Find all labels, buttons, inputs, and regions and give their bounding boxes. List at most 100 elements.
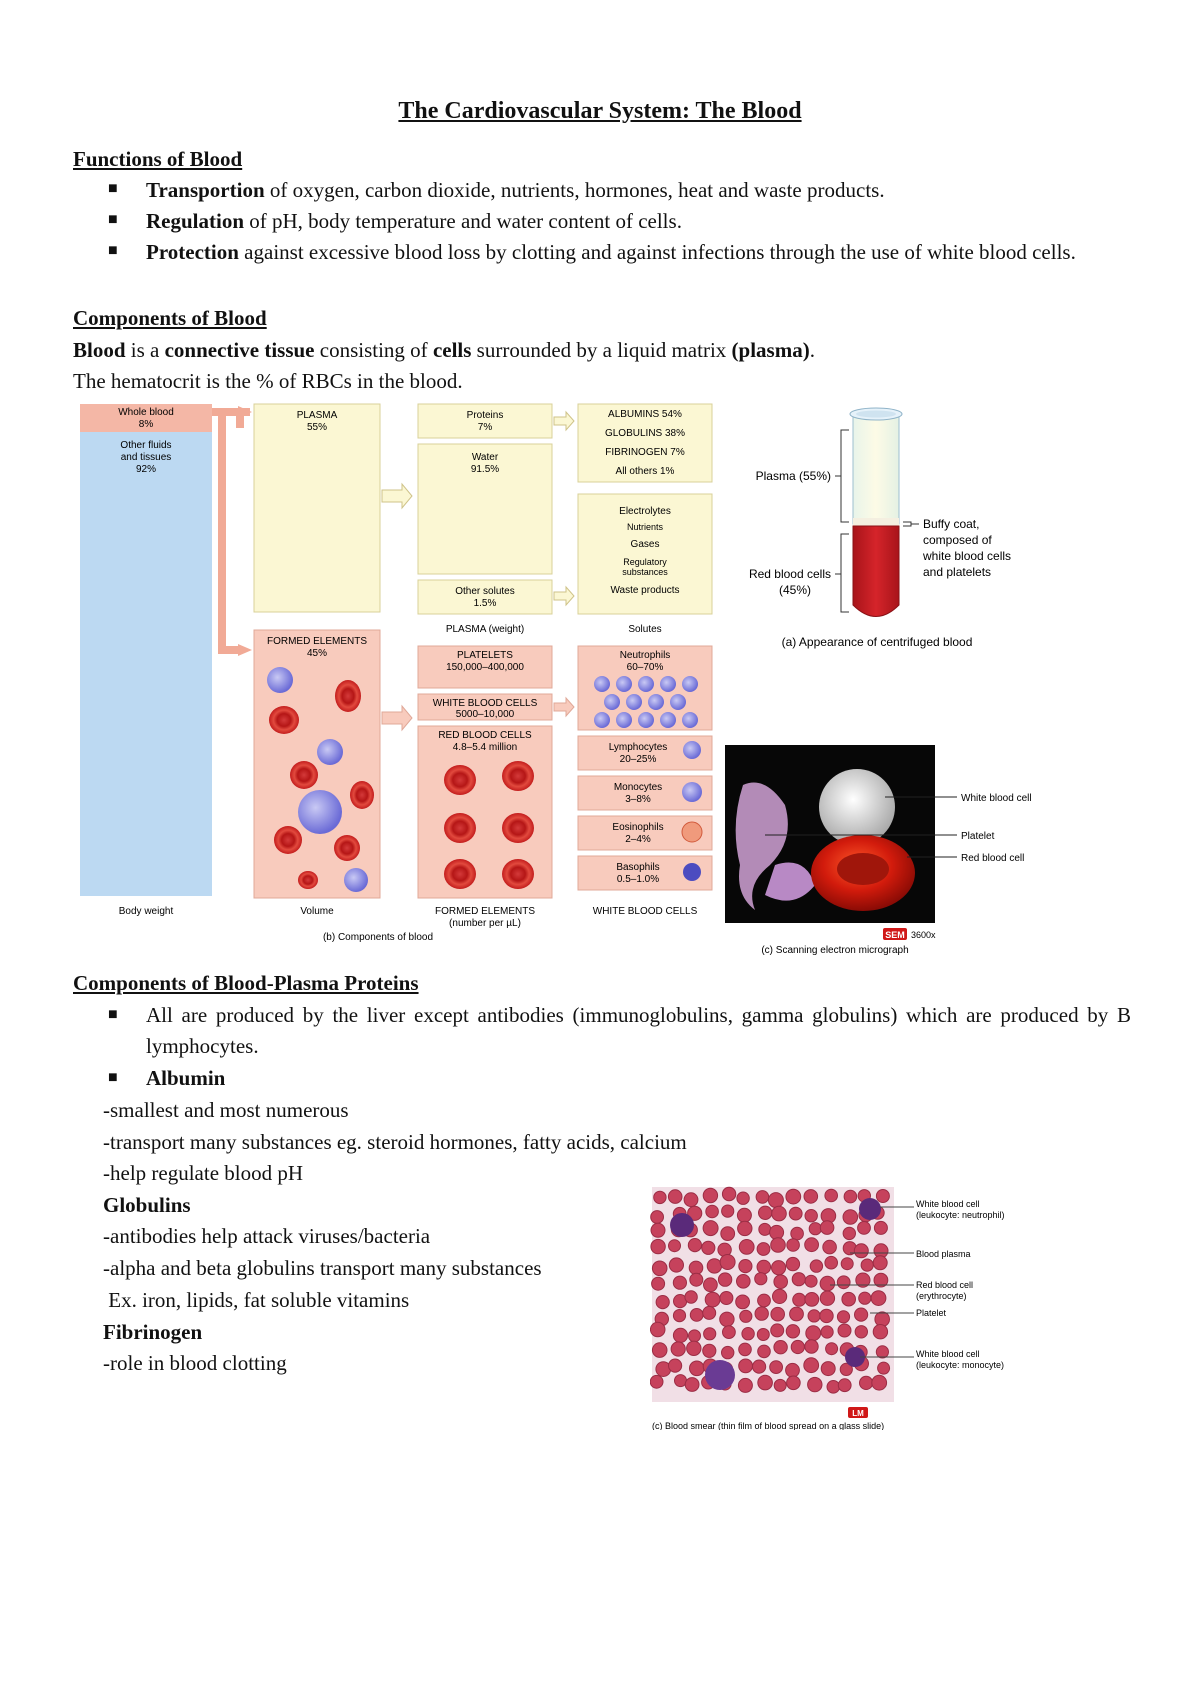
smear-red-cell <box>721 1186 737 1202</box>
svg-text:RED BLOOD CELLS: RED BLOOD CELLS <box>438 730 532 741</box>
components-figure: Whole blood 8% Other fluids and tissues … <box>80 403 713 943</box>
smear-red-cell <box>721 1204 735 1218</box>
smear-red-cell <box>738 1342 752 1357</box>
proteins-box <box>417 403 553 439</box>
smear-red-cell <box>771 1260 787 1276</box>
smear-red-cell <box>689 1360 705 1377</box>
smear-red-cell <box>756 1328 770 1341</box>
bullet-icon: ■ <box>108 242 118 259</box>
svg-text:PLATELETS: PLATELETS <box>457 650 513 661</box>
svg-text:SEM: SEM <box>885 930 905 940</box>
svg-text:Nutrients: Nutrients <box>627 522 664 532</box>
whole-blood-segment <box>80 404 212 432</box>
solutes-caption: Solutes <box>628 624 661 635</box>
smear-red-cell <box>785 1256 801 1272</box>
smear-red-cell <box>859 1375 874 1390</box>
albumin-heading: Albumin <box>146 1066 226 1090</box>
platelets-box <box>417 645 553 689</box>
svg-text:Eosinophils: Eosinophils <box>612 822 663 833</box>
smear-red-cell <box>668 1358 683 1373</box>
smear-red-cell <box>843 1189 858 1204</box>
svg-text:Water: Water <box>472 452 499 463</box>
svg-text:(erythrocyte): (erythrocyte) <box>916 1291 967 1301</box>
smear-red-cell <box>860 1258 874 1272</box>
smear-red-cell <box>858 1291 872 1305</box>
smear-red-cell <box>686 1340 702 1357</box>
smear-red-cell <box>736 1274 751 1289</box>
svg-text:GLOBULINS 38%: GLOBULINS 38% <box>605 428 685 439</box>
components-line: Blood is a connective tissue consisting … <box>73 338 815 362</box>
smear-red-cell <box>651 1342 668 1358</box>
svg-text:Electrolytes: Electrolytes <box>619 506 671 517</box>
whole-blood-label: Whole blood <box>118 407 174 418</box>
blood-smear-figure: White blood cell (leukocyte: neutrophil)… <box>650 1186 1005 1430</box>
bullet-icon: ■ <box>108 1069 118 1086</box>
smear-red-cell <box>842 1209 859 1225</box>
smear-red-cell <box>737 1220 753 1237</box>
smear-red-cell <box>808 1222 822 1236</box>
smear-red-cell <box>651 1260 668 1277</box>
buffy-coat-label: Buffy coat, <box>923 517 979 531</box>
smear-red-cell <box>702 1187 719 1204</box>
smear-red-cell <box>836 1310 851 1324</box>
smear-red-cell <box>804 1274 818 1288</box>
smear-red-cell <box>804 1209 818 1223</box>
smear-red-cell <box>877 1361 891 1375</box>
smear-red-cell <box>789 1306 804 1322</box>
smear-red-cell <box>837 1378 852 1393</box>
figure-b-caption: (b) Components of blood <box>323 932 433 943</box>
albumin-line: -transport many substances eg. steroid h… <box>103 1130 687 1154</box>
smear-red-cell <box>706 1258 723 1274</box>
body-weight-caption: Body weight <box>119 906 174 917</box>
svg-text:91.5%: 91.5% <box>471 464 499 475</box>
smear-red-cell <box>688 1329 701 1343</box>
smear-red-cell <box>736 1207 752 1223</box>
smear-red-cell <box>773 1378 787 1392</box>
svg-text:45%: 45% <box>307 648 327 659</box>
smear-red-cell <box>758 1222 772 1236</box>
svg-text:LM: LM <box>852 1409 864 1418</box>
smear-red-cell <box>704 1291 721 1308</box>
svg-text:WHITE BLOOD CELLS: WHITE BLOOD CELLS <box>433 698 538 709</box>
smear-red-cell <box>684 1290 698 1304</box>
svg-text:1.5%: 1.5% <box>474 598 497 609</box>
smear-red-cell <box>755 1190 770 1204</box>
smear-red-cell <box>757 1374 773 1391</box>
smear-rbc-label: Red blood cell <box>916 1280 973 1290</box>
function-item: Regulation of pH, body temperature and w… <box>146 209 682 233</box>
svg-text:Gases: Gases <box>631 539 660 550</box>
svg-text:20–25%: 20–25% <box>620 754 657 765</box>
smear-red-cell <box>754 1272 768 1286</box>
smear-red-cell <box>809 1259 824 1273</box>
globulins-heading: Globulins <box>103 1193 191 1217</box>
smear-red-cell <box>688 1260 704 1276</box>
smear-red-cell <box>705 1204 719 1219</box>
smear-red-cell <box>668 1257 684 1273</box>
smear-red-cell <box>756 1242 771 1256</box>
svg-text:8%: 8% <box>139 419 154 430</box>
smear-red-cell <box>738 1358 753 1374</box>
smear-red-cell <box>870 1290 887 1306</box>
figure-c-caption: (c) Scanning electron micrograph <box>761 945 908 956</box>
smear-red-cell <box>672 1327 689 1343</box>
fibrinogen-heading: Fibrinogen <box>103 1320 203 1344</box>
sem-platelet-label: Platelet <box>961 831 995 842</box>
wbc-box <box>417 693 553 721</box>
albumin-line: -smallest and most numerous <box>103 1098 349 1122</box>
smear-red-cell <box>804 1292 820 1307</box>
smear-red-cell <box>839 1362 853 1376</box>
svg-text:Regulatory: Regulatory <box>623 557 667 567</box>
svg-text:ALBUMINS 54%: ALBUMINS 54% <box>608 409 682 420</box>
smear-red-cell <box>804 1237 820 1253</box>
svg-text:3–8%: 3–8% <box>625 794 651 805</box>
smear-red-cell <box>819 1275 836 1292</box>
smear-red-cell <box>702 1305 717 1320</box>
smear-red-cell <box>819 1308 834 1324</box>
formed-label: FORMED ELEMENTS <box>267 636 367 647</box>
smear-red-cell <box>822 1239 837 1255</box>
proteins-heading: Components of Blood-Plasma Proteins <box>73 971 419 995</box>
smear-red-cell <box>739 1309 753 1323</box>
smear-red-cell <box>687 1205 703 1221</box>
svg-text:Waste products: Waste products <box>610 585 679 596</box>
smear-red-cell <box>769 1224 785 1240</box>
